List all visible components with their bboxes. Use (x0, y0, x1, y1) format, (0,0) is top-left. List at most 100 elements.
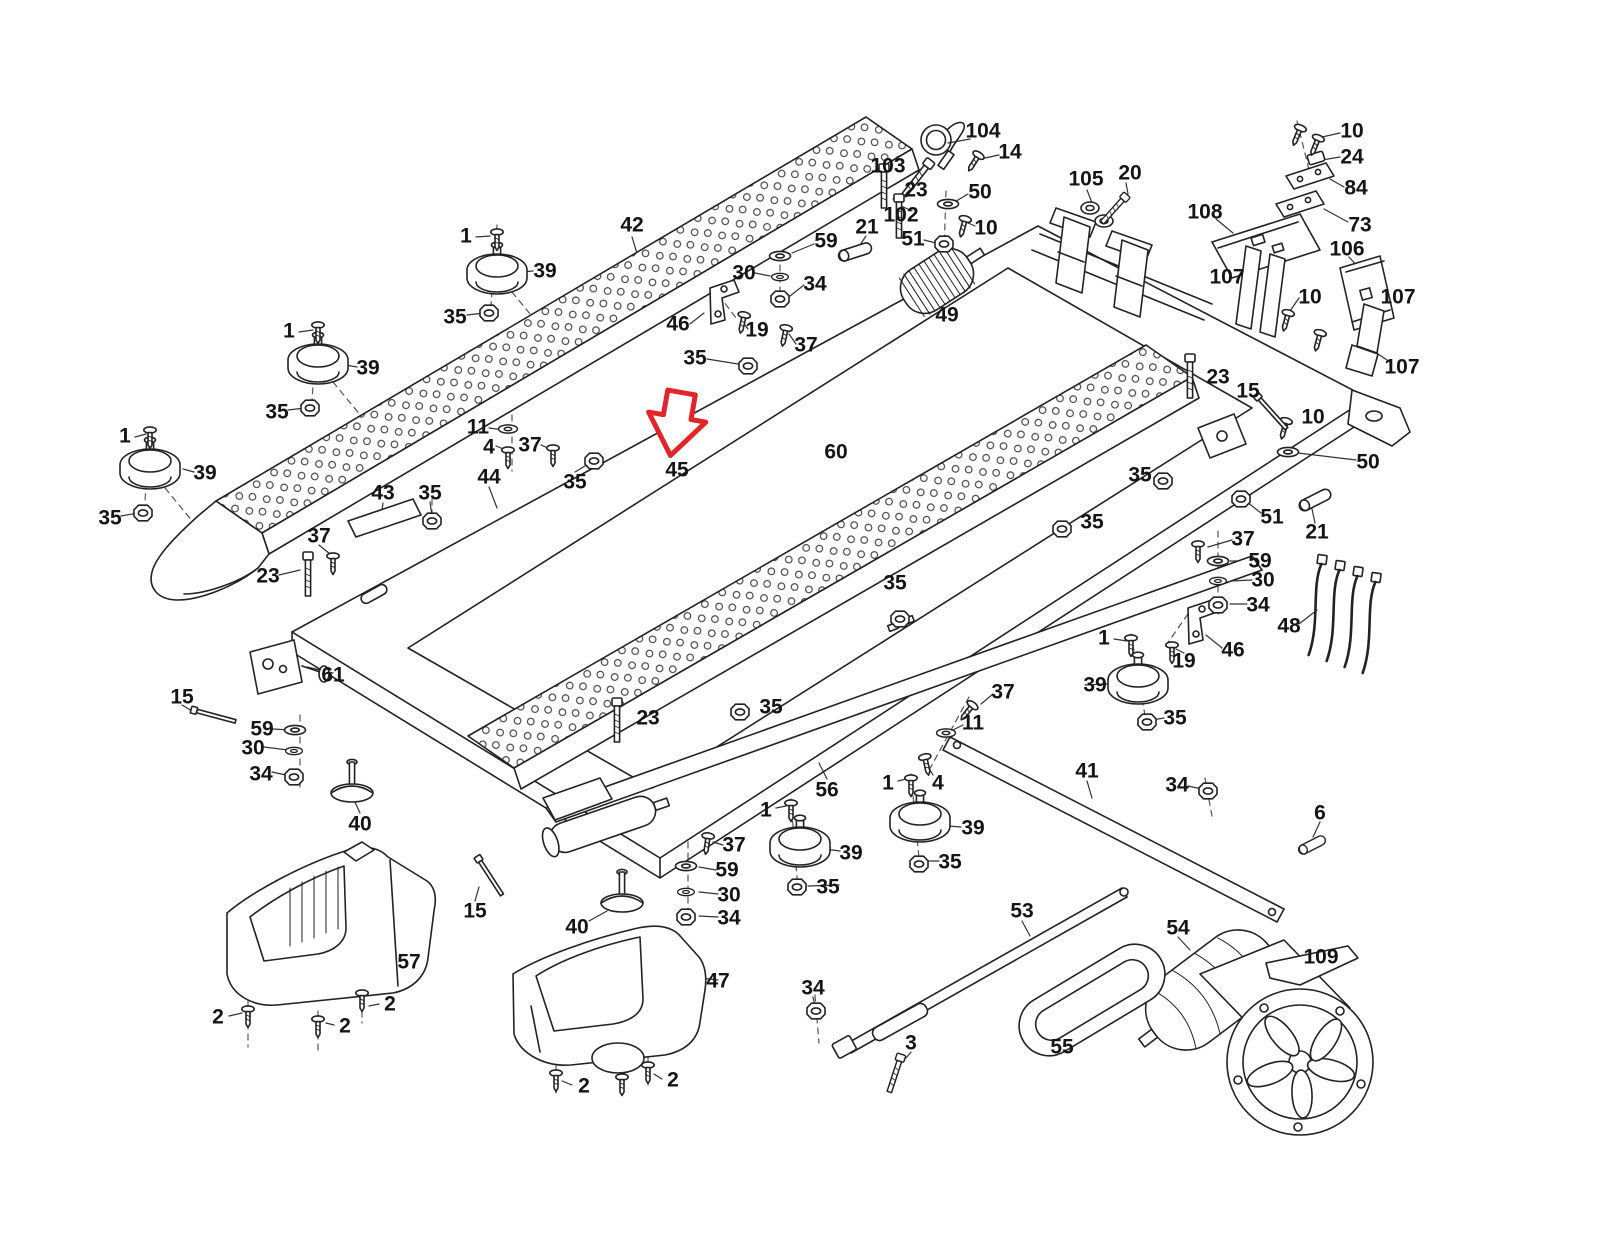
part-label-34: 34 (249, 763, 273, 786)
part-washer-30 (770, 272, 790, 282)
part-label-50: 50 (1356, 451, 1379, 474)
part-label-107: 107 (1380, 286, 1415, 309)
part-washer-30 (1208, 576, 1228, 586)
part-label-39: 39 (193, 462, 216, 485)
part-nut-35 (738, 357, 758, 375)
part-washer-30 (284, 746, 304, 756)
part-label-23: 23 (904, 179, 927, 202)
part-washer-50 (1276, 446, 1300, 458)
endcap-57 (226, 841, 437, 1006)
part-washer-59 (283, 724, 307, 736)
part-label-73: 73 (1348, 214, 1371, 237)
front-roller-49 (898, 244, 986, 318)
part-label-37: 37 (1231, 528, 1254, 551)
part-label-59: 59 (814, 230, 837, 253)
part-label-35: 35 (883, 572, 907, 595)
part-label-19: 19 (745, 319, 768, 342)
part-label-2: 2 (384, 993, 396, 1016)
part-label-104: 104 (965, 120, 1000, 143)
part-label-35: 35 (816, 876, 840, 899)
part-label-42: 42 (620, 214, 643, 237)
part-nut-35 (1153, 472, 1173, 490)
part-label-34: 34 (1165, 774, 1189, 797)
part-label-34: 34 (801, 977, 825, 1000)
part-nut-34 (284, 768, 304, 786)
part-label-50: 50 (968, 181, 991, 204)
pivot-hole (1216, 430, 1228, 442)
stabilizer-bar-41 (942, 736, 1285, 923)
part-label-1: 1 (119, 425, 131, 448)
part-label-105: 105 (1068, 168, 1103, 191)
part-label-35: 35 (1128, 464, 1152, 487)
part-label-35: 35 (1080, 511, 1104, 534)
part-label-109: 109 (1303, 946, 1338, 969)
part-label-23: 23 (1206, 366, 1229, 389)
endcap-47 (512, 925, 707, 1074)
part-label-61: 61 (321, 664, 345, 687)
plate-84 (1285, 162, 1335, 190)
part-label-103: 103 (870, 155, 905, 178)
part-label-46: 46 (666, 313, 689, 336)
part-label-14: 14 (998, 141, 1022, 164)
part-label-23: 23 (256, 565, 279, 588)
part-label-55: 55 (1050, 1036, 1074, 1059)
part-label-2: 2 (578, 1075, 590, 1098)
part-label-34: 34 (803, 273, 827, 296)
part-label-1: 1 (1098, 627, 1110, 650)
part-nut-35 (787, 878, 807, 896)
part-label-35: 35 (563, 471, 587, 494)
bracket-cluster (1211, 150, 1395, 377)
part-nut-51 (934, 235, 954, 253)
part-label-53: 53 (1010, 900, 1033, 923)
part-label-60: 60 (824, 441, 847, 464)
part-label-35: 35 (683, 347, 707, 370)
bracket-107 (1235, 245, 1262, 330)
rod-53 (831, 887, 1129, 1059)
part-label-41: 41 (1075, 760, 1099, 783)
corner-bushing (1365, 410, 1383, 422)
part-label-57: 57 (397, 951, 420, 974)
foot-rail-left-42 (150, 116, 920, 601)
part-label-35: 35 (938, 851, 962, 874)
part-label-39: 39 (839, 842, 862, 865)
part-label-37: 37 (991, 681, 1014, 704)
flywheel (1226, 988, 1374, 1136)
part-label-4: 4 (932, 772, 944, 795)
part-label-40: 40 (565, 916, 588, 939)
front-crossmember (1031, 207, 1213, 321)
part-label-35: 35 (1163, 707, 1187, 730)
part-nut-35 (300, 399, 320, 417)
part-label-35: 35 (98, 507, 122, 530)
highlight-arrow (646, 387, 709, 459)
part-spacer-105 (1080, 201, 1100, 215)
foot-rail-right-60 (467, 344, 1200, 790)
part-label-35: 35 (265, 401, 289, 424)
part-label-107: 107 (1209, 266, 1244, 289)
part-label-15: 15 (170, 686, 194, 709)
part-label-49: 49 (935, 304, 958, 327)
part-washer-59 (674, 860, 698, 872)
rear-roller (541, 795, 671, 858)
part-label-34: 34 (717, 907, 741, 930)
incline-motor-61 (249, 639, 330, 695)
part-nut-34 (806, 1002, 826, 1020)
part-nut-34 (1208, 596, 1228, 614)
part-label-37: 37 (518, 434, 541, 457)
belt-guard-109 (1265, 945, 1359, 986)
part-label-51: 51 (1260, 506, 1284, 529)
drive-assembly (1018, 929, 1374, 1136)
part-label-15: 15 (463, 900, 487, 923)
part-label-39: 39 (1083, 674, 1106, 697)
part-label-107: 107 (1384, 356, 1419, 379)
part-label-11: 11 (467, 416, 490, 439)
part-label-3: 3 (905, 1032, 917, 1055)
part-nut-35 (890, 610, 910, 628)
part-nut-35 (584, 452, 604, 470)
mount-plate-108 (1211, 213, 1321, 279)
part-label-34: 34 (1246, 594, 1270, 617)
part-nut-51 (1231, 490, 1251, 508)
part-washer-59 (1206, 555, 1230, 567)
part-label-39: 39 (533, 260, 556, 283)
part-label-2: 2 (339, 1015, 351, 1038)
part-label-84: 84 (1344, 177, 1368, 200)
